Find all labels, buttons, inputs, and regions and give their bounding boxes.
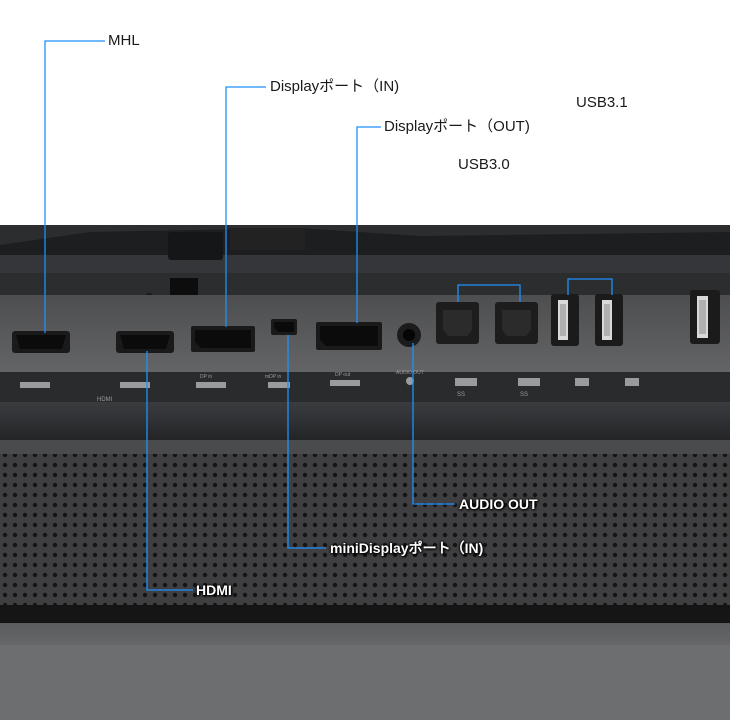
usb31-port-2 xyxy=(595,294,623,346)
callout-label-usb31: USB3.1 xyxy=(576,94,628,111)
callout-line-dp-in xyxy=(225,86,266,327)
callout-line-mhl xyxy=(44,40,105,333)
audio-out-jack xyxy=(397,323,421,347)
callout-label-audio-out: AUDIO OUT xyxy=(459,496,538,512)
callout-label-displayport-in: Displayポート（IN) xyxy=(270,78,400,95)
panel-label-audio-out: AUDIO OUT xyxy=(396,370,424,376)
callout-lines xyxy=(44,40,613,591)
callout-line-audio xyxy=(412,343,455,505)
panel-label-usb-ss-2: SS xyxy=(520,392,528,398)
callout-label-mini-displayport-in: miniDisplayポート（IN) xyxy=(330,540,484,556)
callout-line-dp-out xyxy=(356,126,381,323)
usb31-port-3 xyxy=(690,290,720,344)
panel-silkscreen xyxy=(20,377,639,388)
usb31-port-1 xyxy=(551,294,579,346)
callout-label-hdmi: HDMI xyxy=(196,582,232,598)
callout-line-usb30 xyxy=(457,284,521,302)
speaker-grille xyxy=(0,440,730,720)
usb30-port-1 xyxy=(436,302,479,344)
displayport-out-port xyxy=(316,322,382,350)
panel-label-hdmi: HDMI xyxy=(97,397,113,403)
panel-label-dp-in: DP in xyxy=(200,374,212,380)
displayport-in-port xyxy=(191,326,255,352)
callout-label-displayport-out: Displayポート（OUT) xyxy=(384,118,530,135)
callout-label-mhl: MHL xyxy=(108,32,140,49)
hdmi-port xyxy=(116,331,174,353)
callout-label-usb30: USB3.0 xyxy=(458,156,510,173)
callout-line-hdmi xyxy=(146,351,193,591)
mhl-port xyxy=(12,331,70,353)
callout-line-usb31 xyxy=(567,278,613,295)
mini-displayport-port xyxy=(271,319,297,335)
callout-line-mini-dp xyxy=(287,335,326,549)
usb30-port-2 xyxy=(495,302,538,344)
panel-label-mini-dp: mDP in xyxy=(265,374,282,380)
panel-label-usb-ss-1: SS xyxy=(457,392,465,398)
panel-label-dp-out: DP out xyxy=(335,372,351,378)
